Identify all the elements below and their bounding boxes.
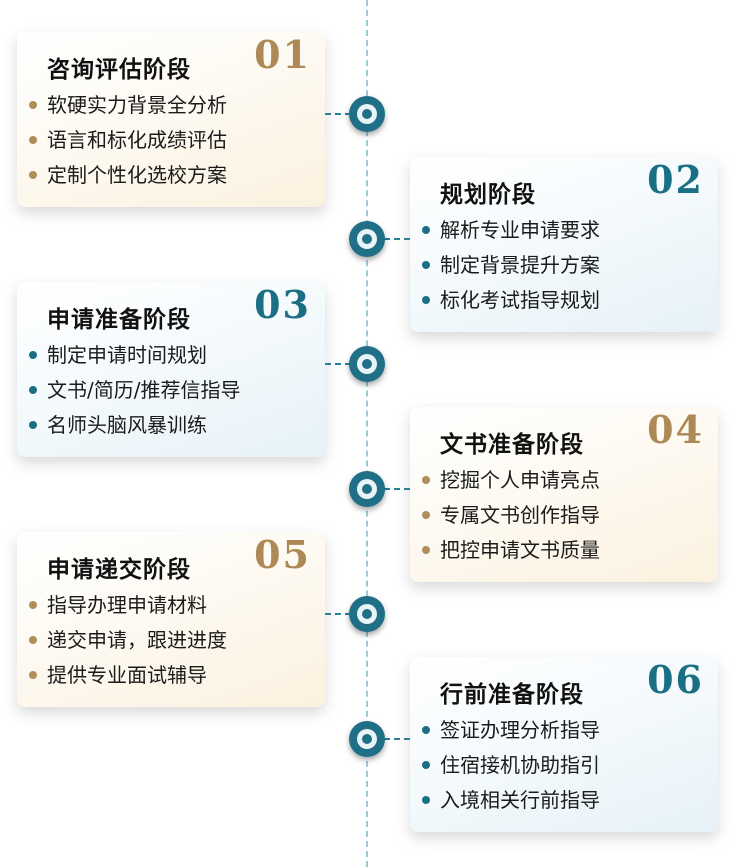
timeline-line	[366, 0, 368, 867]
connector-line	[325, 363, 351, 365]
stage-number: 02	[647, 157, 704, 202]
bullet-icon	[29, 100, 37, 109]
stage-item: 提供专业面试辅导	[29, 658, 227, 693]
stage-number: 04	[647, 407, 704, 452]
stage-item: 文书/简历/推荐信指导	[29, 373, 240, 408]
stage-item-text: 专属文书创作指导	[440, 503, 600, 527]
stage-item-text: 标化考试指导规划	[440, 288, 600, 312]
stage-item-text: 解析专业申请要求	[440, 218, 600, 242]
connector-line	[384, 488, 410, 490]
stage-title: 申请递交阶段	[47, 557, 191, 583]
stage-number: 03	[254, 282, 311, 327]
bullet-icon	[422, 260, 430, 269]
connector-line	[384, 738, 410, 740]
stage-title: 规划阶段	[440, 182, 536, 208]
bullet-icon	[422, 510, 430, 519]
stage-card-01: 咨询评估阶段 01 软硬实力背景全分析 语言和标化成绩评估 定制个性化选校方案	[17, 32, 325, 207]
stage-item: 制定申请时间规划	[29, 338, 240, 373]
stage-card-04: 文书准备阶段 04 挖掘个人申请亮点 专属文书创作指导 把控申请文书质量	[410, 407, 718, 582]
stage-item-list: 制定申请时间规划 文书/简历/推荐信指导 名师头脑风暴训练	[29, 338, 240, 443]
stage-item: 解析专业申请要求	[422, 213, 600, 248]
stage-card-06: 行前准备阶段 06 签证办理分析指导 住宿接机协助指引 入境相关行前指导	[410, 657, 718, 832]
stage-item-text: 制定背景提升方案	[440, 253, 600, 277]
bullet-icon	[422, 475, 430, 484]
stage-number: 01	[254, 32, 311, 77]
stage-item: 语言和标化成绩评估	[29, 123, 227, 158]
stage-title: 申请准备阶段	[47, 307, 191, 333]
bullet-icon	[29, 420, 37, 429]
timeline-node-icon	[349, 346, 385, 382]
connector-line	[325, 613, 351, 615]
stage-item-text: 递交申请，跟进进度	[47, 628, 227, 652]
stage-item: 挖掘个人申请亮点	[422, 463, 600, 498]
bullet-icon	[29, 385, 37, 394]
connector-line	[325, 113, 351, 115]
stage-item-text: 住宿接机协助指引	[440, 753, 600, 777]
stage-item-list: 签证办理分析指导 住宿接机协助指引 入境相关行前指导	[422, 713, 600, 818]
stage-item-list: 解析专业申请要求 制定背景提升方案 标化考试指导规划	[422, 213, 600, 318]
stage-item: 住宿接机协助指引	[422, 748, 600, 783]
stage-item-text: 提供专业面试辅导	[47, 663, 207, 687]
bullet-icon	[422, 545, 430, 554]
stage-item-text: 挖掘个人申请亮点	[440, 468, 600, 492]
stage-item: 制定背景提升方案	[422, 248, 600, 283]
stage-item-list: 挖掘个人申请亮点 专属文书创作指导 把控申请文书质量	[422, 463, 600, 568]
stage-item: 签证办理分析指导	[422, 713, 600, 748]
stage-item-list: 指导办理申请材料 递交申请，跟进进度 提供专业面试辅导	[29, 588, 227, 693]
stage-card-03: 申请准备阶段 03 制定申请时间规划 文书/简历/推荐信指导 名师头脑风暴训练	[17, 282, 325, 457]
bullet-icon	[422, 225, 430, 234]
bullet-icon	[422, 760, 430, 769]
stage-item: 入境相关行前指导	[422, 783, 600, 818]
stage-item: 递交申请，跟进进度	[29, 623, 227, 658]
stage-item: 把控申请文书质量	[422, 533, 600, 568]
stage-item: 专属文书创作指导	[422, 498, 600, 533]
stage-title: 行前准备阶段	[440, 682, 584, 708]
stage-item-text: 入境相关行前指导	[440, 788, 600, 812]
bullet-icon	[29, 350, 37, 359]
timeline-node-icon	[349, 471, 385, 507]
stage-item: 软硬实力背景全分析	[29, 88, 227, 123]
stage-number: 06	[647, 657, 704, 702]
bullet-icon	[29, 170, 37, 179]
stage-number: 05	[254, 532, 311, 577]
bullet-icon	[29, 135, 37, 144]
bullet-icon	[29, 600, 37, 609]
timeline-node-icon	[349, 721, 385, 757]
stage-item: 标化考试指导规划	[422, 283, 600, 318]
bullet-icon	[29, 670, 37, 679]
stage-item: 名师头脑风暴训练	[29, 408, 240, 443]
bullet-icon	[422, 725, 430, 734]
connector-line	[384, 238, 410, 240]
stage-item-text: 软硬实力背景全分析	[47, 93, 227, 117]
stage-item-text: 语言和标化成绩评估	[47, 128, 227, 152]
bullet-icon	[29, 635, 37, 644]
stage-title: 咨询评估阶段	[47, 57, 191, 83]
stage-item-text: 把控申请文书质量	[440, 538, 600, 562]
bullet-icon	[422, 295, 430, 304]
stage-item-text: 指导办理申请材料	[47, 593, 207, 617]
stage-item: 定制个性化选校方案	[29, 158, 227, 193]
stage-item-list: 软硬实力背景全分析 语言和标化成绩评估 定制个性化选校方案	[29, 88, 227, 193]
timeline-node-icon	[349, 96, 385, 132]
stage-item-text: 文书/简历/推荐信指导	[47, 378, 241, 402]
stage-item-text: 制定申请时间规划	[47, 343, 207, 367]
timeline-node-icon	[349, 596, 385, 632]
stage-title: 文书准备阶段	[440, 432, 584, 458]
stage-card-05: 申请递交阶段 05 指导办理申请材料 递交申请，跟进进度 提供专业面试辅导	[17, 532, 325, 707]
stage-item-text: 定制个性化选校方案	[47, 163, 227, 187]
stage-item: 指导办理申请材料	[29, 588, 227, 623]
stage-card-02: 规划阶段 02 解析专业申请要求 制定背景提升方案 标化考试指导规划	[410, 157, 718, 332]
stage-item-text: 签证办理分析指导	[440, 718, 600, 742]
stage-item-text: 名师头脑风暴训练	[47, 413, 207, 437]
timeline-node-icon	[349, 221, 385, 257]
bullet-icon	[422, 795, 430, 804]
